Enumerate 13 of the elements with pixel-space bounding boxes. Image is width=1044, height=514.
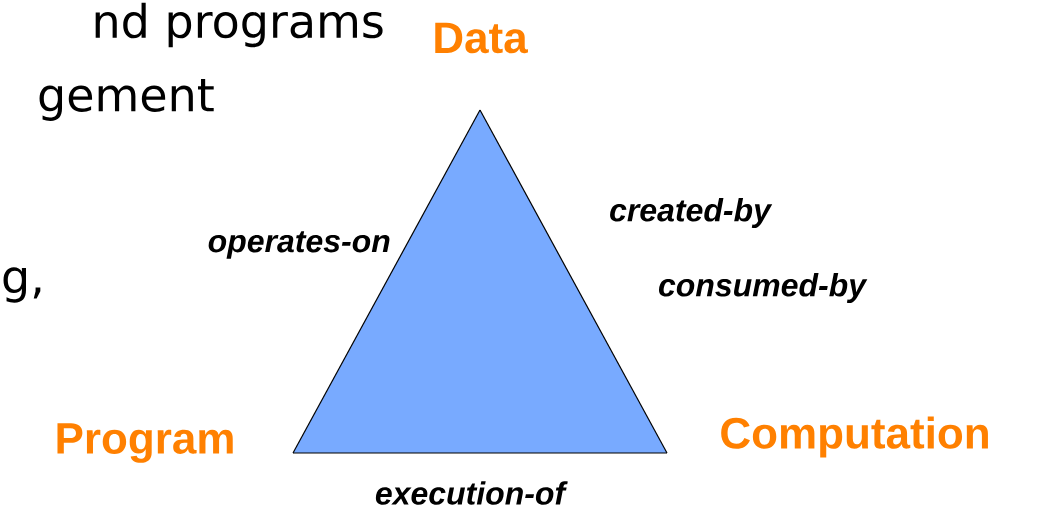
edge-label: created-by — [610, 198, 773, 228]
body-text: nd programs — [95, 2, 383, 48]
edge-label: operates-on — [208, 231, 390, 259]
relation-label: consumed-by — [659, 273, 868, 303]
triangle-side — [479, 109, 668, 454]
corner-label: Program — [57, 423, 233, 463]
body-text: g, — [3, 267, 41, 303]
triangle-side — [292, 452, 668, 454]
corner-label: Computation — [721, 416, 988, 458]
body-text: gement — [39, 79, 214, 121]
edge-label: execution-of — [375, 481, 568, 505]
corner-label: Data — [435, 22, 528, 54]
triangle-side — [292, 109, 481, 454]
